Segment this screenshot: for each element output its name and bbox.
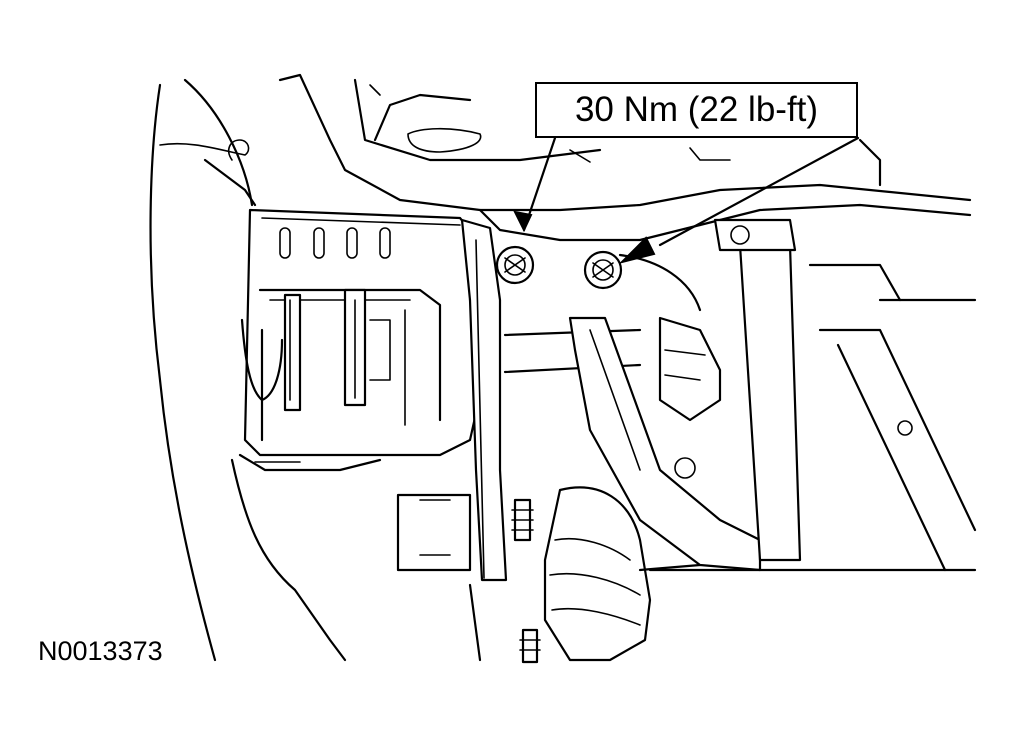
module-bracket bbox=[238, 208, 482, 472]
figure-id: N0013373 bbox=[38, 636, 163, 666]
arrow-head-left bbox=[513, 210, 533, 233]
left-trim-panel bbox=[149, 78, 347, 662]
torque-label: 30 Nm (22 lb-ft) bbox=[574, 90, 819, 129]
callout-leaders bbox=[513, 136, 860, 264]
torque-callout: 30 Nm (22 lb-ft) bbox=[535, 82, 858, 138]
bolt-right bbox=[583, 250, 623, 290]
arrow-head-right bbox=[618, 236, 656, 264]
stud-fasteners bbox=[511, 498, 541, 664]
shift-boot bbox=[543, 486, 702, 662]
upper-body-panel bbox=[278, 73, 972, 242]
bolt-left bbox=[495, 245, 535, 285]
support-bracket bbox=[396, 218, 508, 662]
right-column bbox=[648, 218, 977, 572]
